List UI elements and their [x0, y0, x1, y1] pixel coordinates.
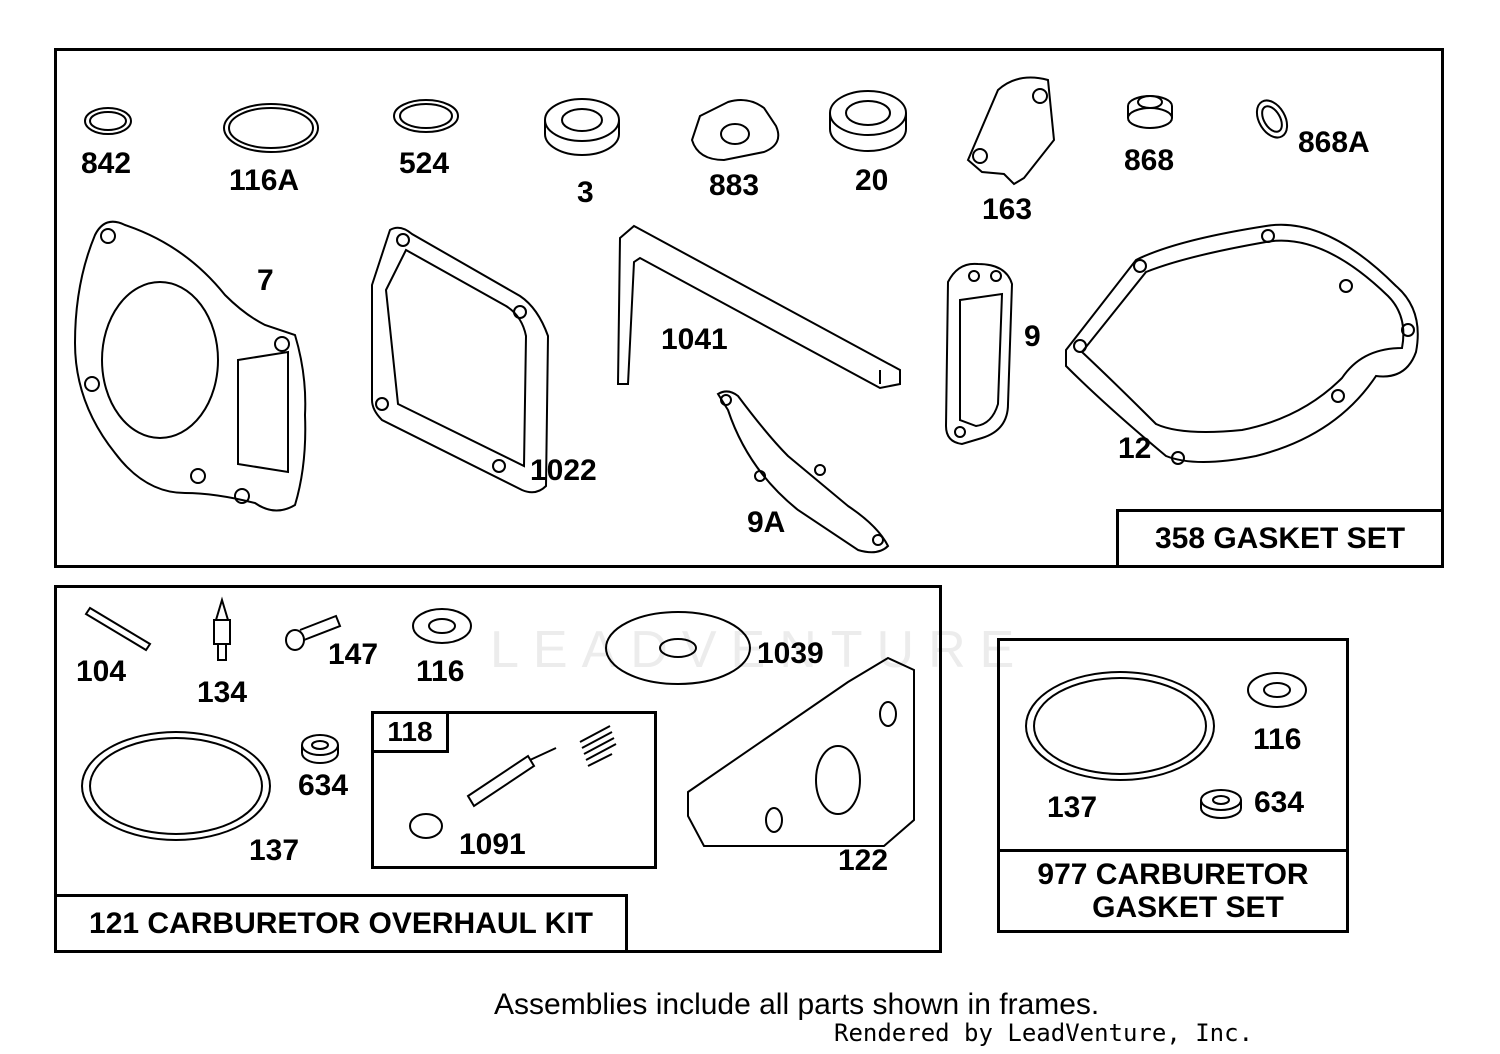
part-116-washer: [412, 608, 472, 644]
part-868-cap: [1127, 95, 1173, 129]
part-label-122: 122: [838, 844, 889, 877]
part-label-524: 524: [399, 147, 450, 180]
footer-note: Assemblies include all parts shown in fr…: [494, 988, 1100, 1021]
part-116-washer-set: [1247, 672, 1307, 708]
part-1041-strip: [616, 224, 901, 390]
part-868A-washer: [1255, 99, 1289, 139]
part-634-washer: [301, 734, 339, 764]
part-label-116A: 116A: [229, 164, 300, 197]
part-9A-gasket: [716, 390, 890, 554]
part-label-12: 12: [1118, 432, 1152, 465]
part-147-screw: [285, 614, 342, 651]
part-9-gasket: [944, 262, 1014, 446]
part-label-868A: 868A: [1298, 126, 1370, 159]
part-label-104: 104: [76, 655, 127, 688]
part-134-needle: [213, 596, 231, 661]
part-label-20: 20: [855, 164, 889, 197]
part-1022-gasket: [371, 226, 550, 494]
part-883-gasket: [690, 99, 780, 162]
part-label-9A: 9A: [747, 506, 786, 539]
gasket-set-title: 358 GASKET SET: [1116, 509, 1444, 568]
part-104-pin: [84, 606, 152, 652]
part-label-163: 163: [982, 193, 1033, 226]
part-12-gasket: [1065, 223, 1419, 465]
part-label-1041: 1041: [661, 323, 728, 356]
part-label-842: 842: [81, 147, 132, 180]
part-label-9: 9: [1024, 320, 1041, 353]
part-label-634: 634: [298, 769, 349, 802]
subassembly-title: 118: [371, 711, 449, 753]
part-label-3: 3: [577, 176, 594, 209]
part-label-137-set: 137: [1047, 791, 1098, 824]
carb-gasket-set-title-line1: 977 CARBURETOR: [1037, 858, 1309, 891]
part-label-137: 137: [249, 834, 300, 867]
part-label-134: 134: [197, 676, 248, 709]
overhaul-kit-title: 121 CARBURETOR OVERHAUL KIT: [54, 894, 628, 953]
part-524-ring: [393, 99, 459, 133]
gasket-set-frame: [54, 48, 1444, 568]
part-20-seal: [829, 90, 907, 152]
part-label-1022: 1022: [530, 454, 597, 487]
part-label-116: 116: [416, 655, 465, 688]
part-634-washer-set: [1200, 789, 1242, 819]
part-1039-disc: [605, 611, 751, 685]
part-137-ring-set: [1025, 671, 1215, 781]
part-spring: [579, 725, 617, 767]
part-3-seal: [544, 98, 620, 156]
part-label-634-set: 634: [1254, 786, 1305, 819]
part-label-7: 7: [257, 264, 274, 297]
part-label-116-set: 116: [1253, 723, 1302, 756]
part-label-868: 868: [1124, 144, 1175, 177]
footer-credit: Rendered by LeadVenture, Inc.: [834, 1019, 1254, 1047]
part-label-883: 883: [709, 169, 760, 202]
part-7-head-gasket: [73, 220, 307, 512]
part-116A-ring: [223, 103, 319, 153]
carb-gasket-set-title-line2: GASKET SET: [1092, 891, 1284, 924]
subassembly-frame: [371, 711, 657, 869]
part-label-1091: 1091: [459, 828, 526, 861]
part-label-1039: 1039: [757, 637, 824, 670]
watermark: LEADVENTURE: [490, 621, 1029, 679]
part-1091-valve: [409, 747, 557, 839]
part-122-block: [687, 656, 915, 847]
part-842-ring: [84, 107, 132, 135]
part-163-gasket: [966, 76, 1056, 186]
part-label-147: 147: [328, 638, 379, 671]
carb-gasket-set-title: 977 CARBURETOR GASKET SET: [997, 849, 1349, 933]
part-137-ring: [81, 731, 271, 841]
